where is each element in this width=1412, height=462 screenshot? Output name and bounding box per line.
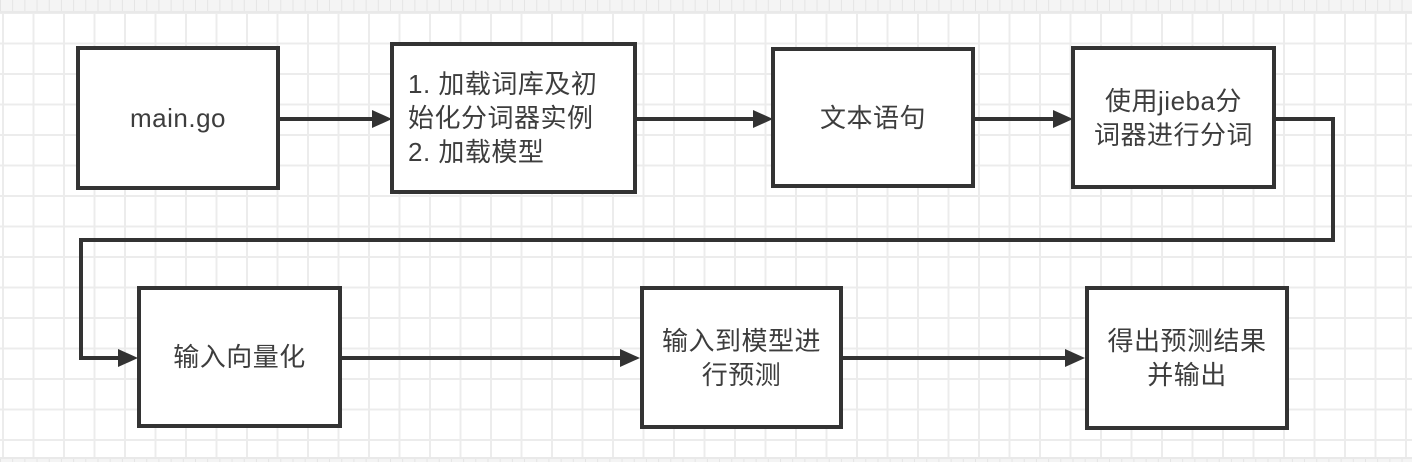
connector-text-to-jieba — [975, 110, 1073, 128]
node-output-result: 得出预测结果 并输出 — [1085, 286, 1289, 430]
connector-predict-to-output — [843, 349, 1085, 367]
node-input-vectorization: 输入向量化 — [137, 286, 342, 428]
connector-vectorize-to-predict — [342, 349, 640, 367]
node-jieba-segmentation: 使用jieba分 词器进行分词 — [1071, 46, 1276, 189]
canvas-top-margin — [0, 0, 1412, 13]
node-load-dict-init-model: 1. 加载词库及初 始化分词器实例 2. 加载模型 — [390, 42, 637, 194]
node-main-go: main.go — [76, 46, 280, 190]
canvas-bottom-margin — [0, 457, 1412, 462]
connector-load-to-text — [637, 110, 773, 128]
node-text-sentence: 文本语句 — [771, 47, 975, 188]
connector-main-to-load — [280, 110, 392, 128]
node-model-prediction: 输入到模型进 行预测 — [640, 286, 843, 429]
